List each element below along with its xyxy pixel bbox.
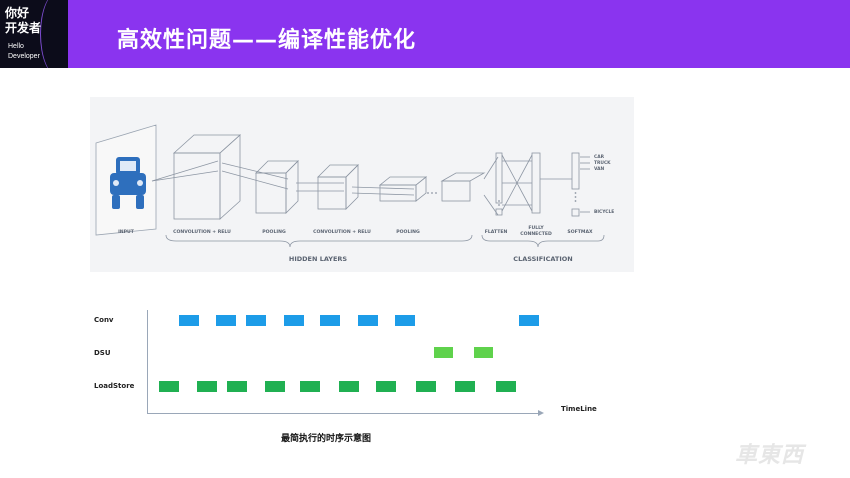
class-van: VAN — [594, 166, 604, 172]
conv-block — [246, 315, 266, 326]
loadstore-block — [416, 381, 436, 392]
header-bar — [0, 0, 850, 68]
timeline-caption: 最简执行的时序示意图 — [281, 434, 372, 444]
dsu-block — [474, 347, 493, 358]
label-pool1: POOLING — [262, 229, 286, 235]
class-truck: TRUCK — [594, 160, 611, 166]
loadstore-block — [376, 381, 396, 392]
label-pool2: POOLING — [396, 229, 420, 235]
timeline-row-label-conv: Conv — [94, 316, 114, 324]
timeline-axis-label: TimeLine — [561, 405, 597, 413]
label-fully-connected-1: FULLY — [528, 225, 544, 231]
label-classification: CLASSIFICATION — [513, 255, 572, 263]
logo-text-line-2: 开发者 — [5, 21, 42, 35]
watermark: 車東西 — [735, 443, 805, 468]
loadstore-block — [339, 381, 359, 392]
conv-block — [216, 315, 236, 326]
loadstore-block — [265, 381, 285, 392]
cnn-diagram-svg: INPUT CONVOLUTION + RELU POOLING CONVOLU… — [95, 124, 614, 263]
logo-text-line-3: Hello — [8, 43, 24, 50]
loadstore-block — [455, 381, 475, 392]
logo-arc-decoration — [40, 0, 68, 68]
class-bicycle: BICYCLE — [594, 209, 614, 215]
conv-block — [320, 315, 340, 326]
label-input: INPUT — [118, 229, 135, 235]
class-car: CAR — [594, 154, 605, 160]
loadstore-block — [227, 381, 247, 392]
loadstore-block — [496, 381, 516, 392]
timeline-y-axis — [147, 310, 148, 414]
conv-block — [519, 315, 539, 326]
hello-developer-logo: 你好 开发者 Hello Developer — [0, 0, 68, 68]
label-flatten: FLATTEN — [485, 229, 508, 235]
label-hidden-layers: HIDDEN LAYERS — [289, 255, 347, 263]
label-conv2: CONVOLUTION + RELU — [313, 229, 371, 235]
conv-block — [395, 315, 415, 326]
loadstore-block — [197, 381, 217, 392]
timeline-axis-arrow — [538, 410, 544, 416]
label-softmax: SOFTMAX — [567, 229, 593, 235]
conv-block — [284, 315, 304, 326]
timeline-row-label-loadstore: LoadStore — [94, 382, 135, 390]
slide-title: 高效性问题——编译性能优化 — [117, 28, 417, 53]
conv-block — [358, 315, 378, 326]
dsu-block — [434, 347, 453, 358]
cnn-architecture-figure: INPUT CONVOLUTION + RELU POOLING CONVOLU… — [90, 97, 634, 272]
conv-block — [179, 315, 199, 326]
label-fully-connected-2: CONNECTED — [520, 231, 552, 237]
timeline-x-axis — [147, 413, 539, 414]
loadstore-block — [159, 381, 179, 392]
timeline-row-label-dsu: DSU — [94, 349, 111, 357]
logo-text-line-1: 你好 — [5, 6, 30, 20]
label-conv1: CONVOLUTION + RELU — [173, 229, 231, 235]
logo-text-line-4: Developer — [8, 53, 40, 60]
loadstore-block — [300, 381, 320, 392]
